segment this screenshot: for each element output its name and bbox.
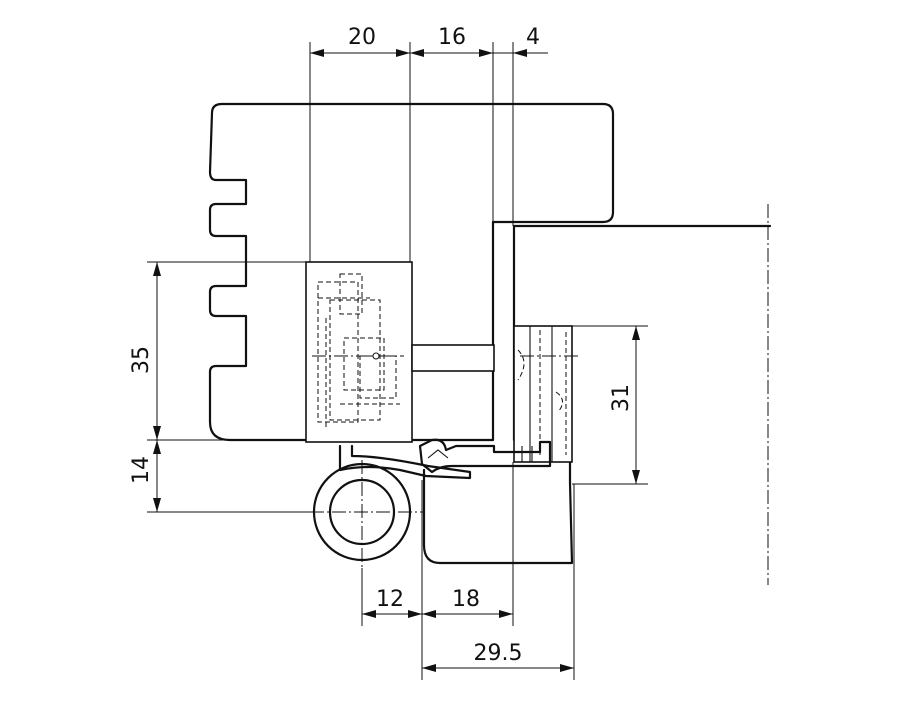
dim-label-right-31: 31 bbox=[609, 384, 634, 412]
hinge-body-frame bbox=[513, 325, 573, 463]
dim-label-left-35: 35 bbox=[129, 346, 154, 374]
hinge-arm bbox=[411, 344, 495, 372]
dim-label-bottom-12: 12 bbox=[376, 587, 404, 612]
hinge-body-door bbox=[305, 261, 413, 443]
dim-label-left-14: 14 bbox=[129, 456, 154, 484]
hinge-leaf-strip bbox=[338, 444, 472, 480]
dim-label-top-4: 4 bbox=[526, 25, 540, 50]
dim-label-bottom-29-5: 29.5 bbox=[474, 641, 523, 666]
frame-outline bbox=[422, 224, 772, 565]
door-leaf-outline bbox=[208, 102, 615, 442]
frame-hidden-details bbox=[517, 330, 567, 455]
seal-profile bbox=[418, 438, 552, 474]
dim-label-bottom-18: 18 bbox=[452, 587, 480, 612]
dimension-arrows bbox=[153, 49, 640, 672]
dim-label-top-16: 16 bbox=[438, 25, 466, 50]
dim-label-top-20: 20 bbox=[348, 25, 376, 50]
extension-lines bbox=[147, 42, 648, 680]
hinge-axis-mark bbox=[372, 352, 380, 360]
